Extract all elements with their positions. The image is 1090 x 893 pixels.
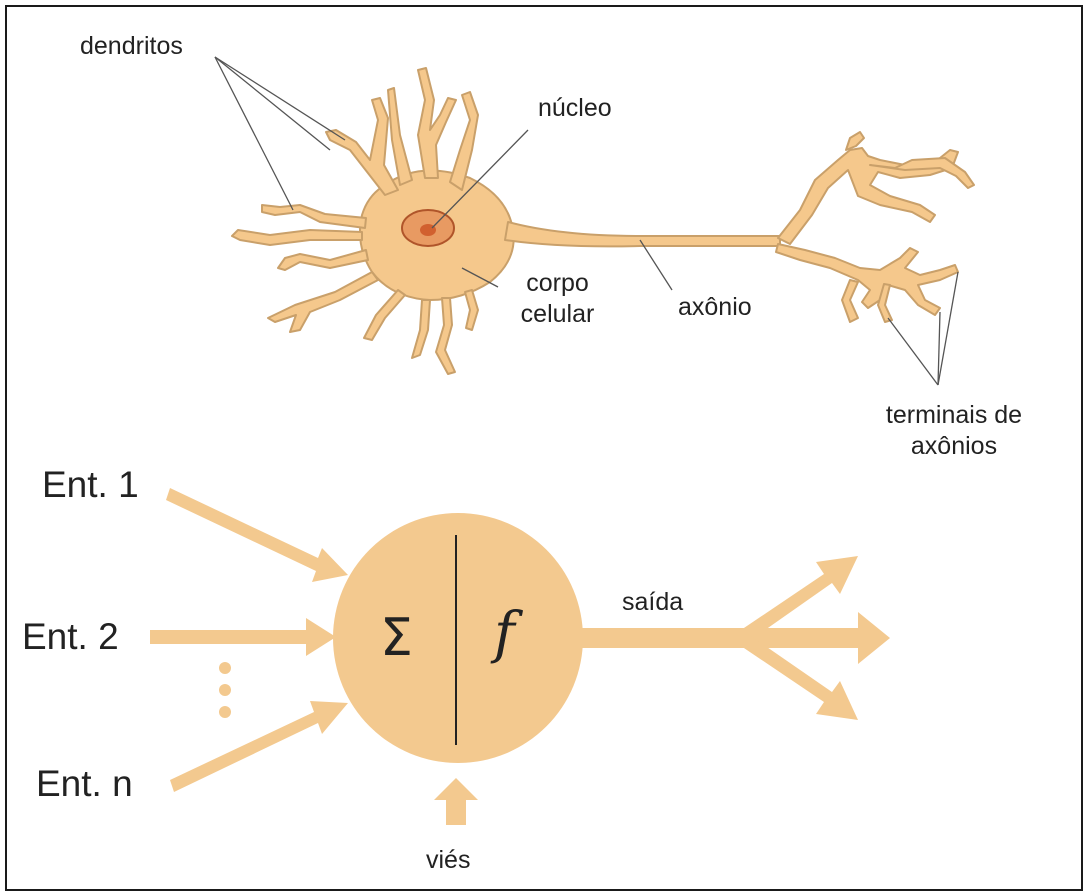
label-cell-body-line1: corpo [500, 268, 615, 299]
input-label-n: Ent. n [36, 765, 133, 802]
input-arrow-1 [166, 488, 348, 582]
axon-terminals [776, 132, 974, 322]
output-label: saída [622, 587, 683, 618]
label-cell-body-line2: celular [500, 299, 615, 330]
ellipsis-dot [219, 706, 231, 718]
activation-symbol: f [494, 606, 515, 662]
sum-symbol: Σ [380, 612, 413, 664]
ellipsis-dot [219, 662, 231, 674]
label-nucleus: núcleo [538, 93, 612, 124]
label-axon-terminals-line2: axônios [855, 431, 1053, 462]
input-arrow-n [170, 701, 348, 792]
label-axon-terminals: terminais de axônios [855, 400, 1053, 463]
label-cell-body: corpo celular [500, 268, 615, 331]
input-label-1: Ent. 1 [42, 466, 139, 503]
label-axon-terminals-line1: terminais de [855, 400, 1053, 431]
input-arrow-2 [150, 618, 336, 656]
label-dendrites: dendritos [80, 31, 183, 62]
label-axon: axônio [678, 292, 752, 323]
bias-arrow [434, 778, 478, 825]
output-stem [578, 628, 745, 648]
ellipsis-dot [219, 684, 231, 696]
perceptron-diagram [150, 488, 890, 825]
bias-label: viés [426, 845, 470, 876]
input-label-2: Ent. 2 [22, 618, 119, 655]
neuron-node [333, 513, 583, 763]
